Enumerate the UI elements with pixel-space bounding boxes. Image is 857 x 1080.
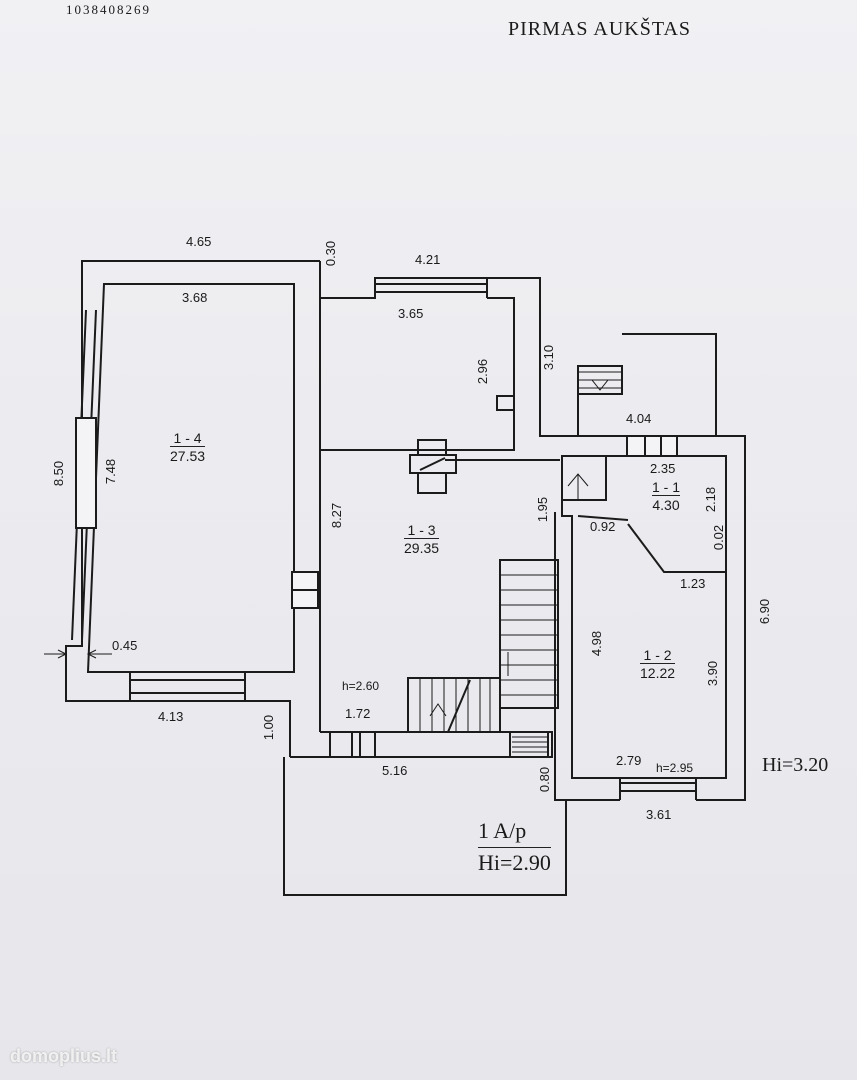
room-1-3-label: 1 - 3 29.35 [404, 522, 440, 556]
wall-north-east [487, 277, 746, 801]
dim-label: 3.65 [398, 306, 424, 321]
room-area: 29.35 [404, 538, 440, 556]
dim-label: 6.90 [757, 598, 773, 625]
wall-outer-west [65, 260, 320, 757]
wall-pier-west [75, 417, 97, 529]
room-area: 4.30 [652, 495, 681, 513]
room-number: 1 - 2 [643, 647, 672, 663]
height-label: h=2.60 [342, 679, 380, 693]
dim-label: 2.79 [616, 753, 642, 768]
dim-label: 3.90 [705, 660, 721, 687]
dim-label: 7.48 [103, 458, 119, 485]
dim-label: 4.13 [158, 709, 184, 724]
wall-partition [319, 261, 488, 299]
dim-label: 0.45 [112, 638, 138, 653]
room-number: 1 - 4 [173, 430, 202, 446]
room-number: 1 - 1 [652, 479, 681, 495]
floor-title: PIRMAS AUKŠTAS [508, 18, 692, 40]
ceiling-height-label: Hi=3.20 [762, 754, 829, 776]
annex-label: 1 A/p [478, 818, 527, 843]
dim-label: 0.92 [590, 519, 616, 534]
dim-label: 3.10 [541, 344, 557, 371]
room-1-4-label: 1 - 4 27.53 [170, 430, 206, 464]
room-1-4-outline [86, 283, 295, 673]
dim-label: 4.21 [415, 252, 441, 267]
dim-label: 0.02 [711, 524, 727, 551]
room-area: 12.22 [640, 663, 676, 681]
dim-label: 3.68 [182, 290, 208, 305]
dim-label: 1.72 [345, 706, 371, 721]
room-1-1-outline [561, 455, 727, 779]
dim-label: 3.61 [646, 807, 672, 822]
dim-label: 4.98 [589, 630, 605, 657]
room-number: 1 - 3 [407, 522, 436, 538]
room-1-1-label: 1 - 1 4.30 [652, 479, 681, 513]
annex-height-label: Hi=2.90 [478, 847, 551, 876]
dim-label: 2.18 [703, 486, 719, 513]
document-number: 1038408269 [66, 2, 151, 17]
dim-label: 1.00 [261, 714, 277, 741]
dim-label: 0.30 [323, 240, 339, 267]
dim-label: 0.80 [537, 766, 553, 793]
dim-label: 8.50 [51, 460, 67, 487]
dim-label: 2.96 [475, 358, 491, 385]
staircase [499, 559, 559, 709]
dim-label: 5.16 [382, 763, 408, 778]
dim-label: 8.27 [329, 502, 345, 529]
entry-annex [283, 757, 567, 896]
dim-label: 4.65 [186, 234, 212, 249]
dim-label: 1.95 [535, 496, 551, 523]
dim-label: 2.35 [650, 461, 676, 476]
height-label: h=2.95 [656, 761, 694, 775]
room-area: 27.53 [170, 446, 206, 464]
room-1-2-label: 1 - 2 12.22 [640, 647, 676, 681]
dim-label: 4.04 [626, 411, 652, 426]
dim-label: 1.23 [680, 576, 706, 591]
watermark-logo: domoplius.lt [10, 1046, 117, 1066]
